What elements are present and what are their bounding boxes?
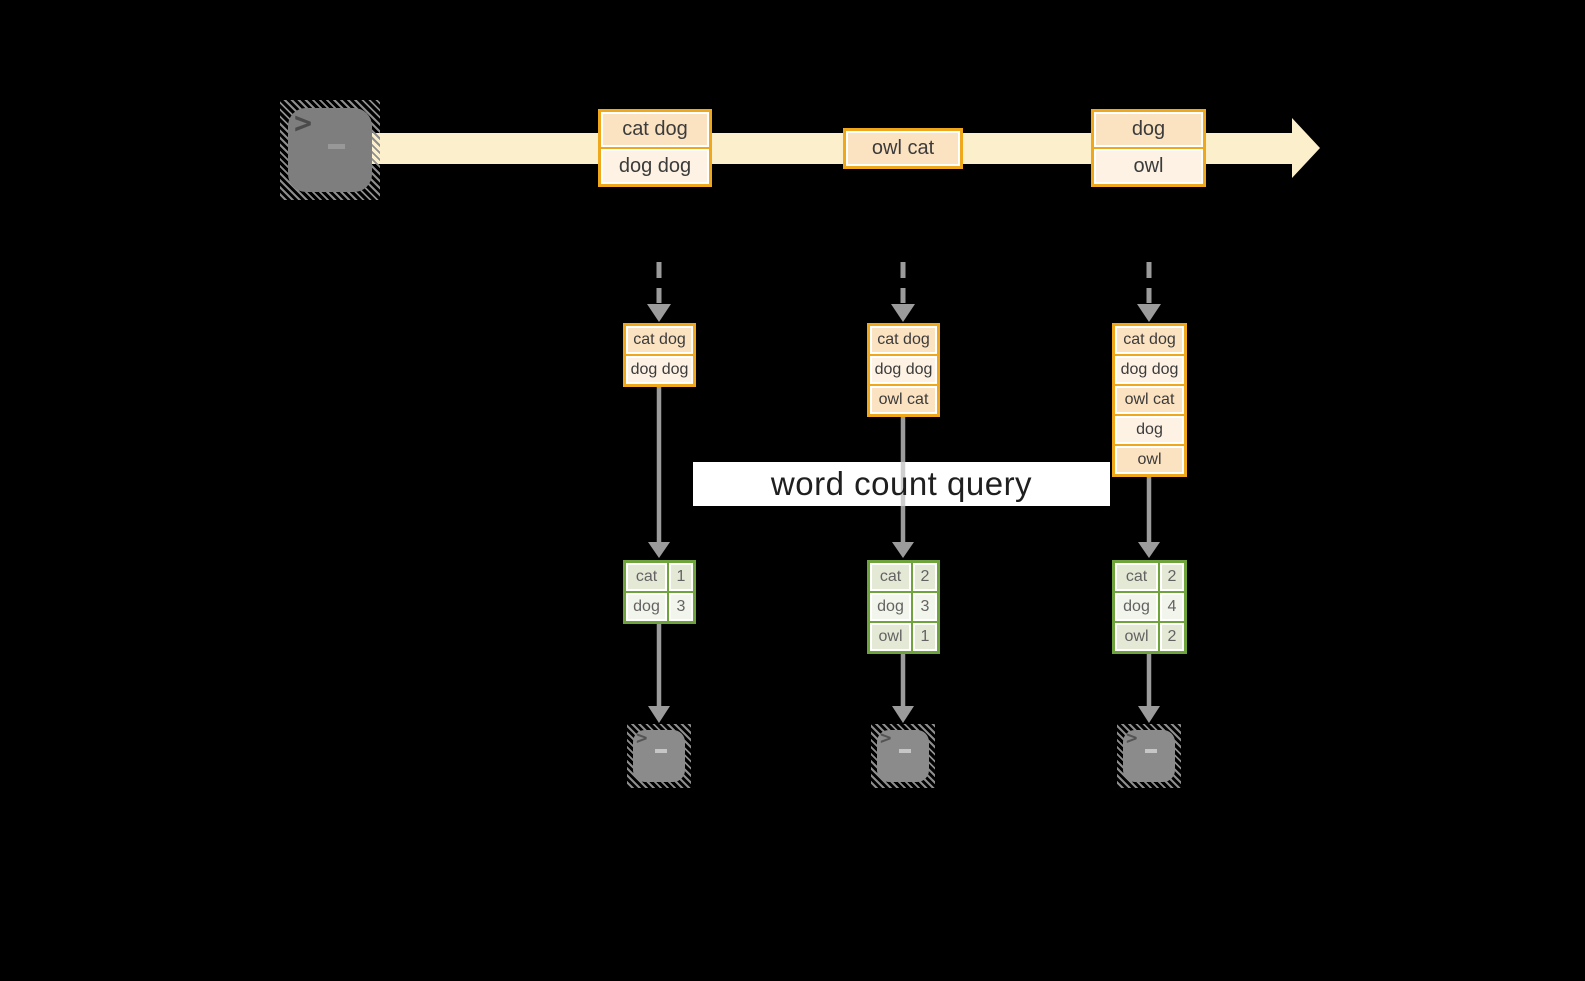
stream-event-line: dog dog — [601, 149, 709, 184]
query-arrow-3-head — [1138, 542, 1160, 558]
terminal-screen — [1123, 730, 1175, 782]
count-word: dog — [1115, 593, 1158, 621]
terminal-prompt-icon: > — [636, 727, 648, 749]
state-row: owl cat — [870, 386, 937, 414]
count-table-3: cat 2 dog 4 owl 2 — [1112, 560, 1187, 654]
output-terminal-icon-1: > — [627, 724, 691, 788]
state-box-3: cat dog dog dog owl cat dog owl — [1112, 323, 1187, 477]
word-count-query-label: word count query — [770, 465, 1033, 502]
stream-event-box-3: dog owl — [1091, 109, 1206, 187]
count-word: cat — [626, 563, 667, 591]
stream-event-box-2: owl cat — [843, 128, 963, 169]
query-arrow-1-head — [648, 542, 670, 558]
source-terminal-icon: > — [280, 100, 380, 200]
output-arrow-2-head — [892, 706, 914, 723]
terminal-prompt-icon: > — [1126, 727, 1138, 749]
count-value: 3 — [669, 593, 693, 621]
stream-event-line: owl cat — [846, 131, 960, 166]
state-row: owl — [1115, 446, 1184, 474]
count-word: owl — [870, 623, 911, 651]
count-value: 1 — [669, 563, 693, 591]
count-word: owl — [1115, 623, 1158, 651]
count-word: dog — [870, 593, 911, 621]
terminal-cursor-icon — [328, 144, 345, 149]
state-row: cat dog — [1115, 326, 1184, 354]
terminal-screen — [877, 730, 929, 782]
output-arrow-3-head — [1138, 706, 1160, 723]
output-arrow-1-head — [648, 706, 670, 723]
event-arrow-1-head — [647, 304, 671, 322]
stream-event-box-1: cat dog dog dog — [598, 109, 712, 187]
output-terminal-icon-3: > — [1117, 724, 1181, 788]
state-row: dog dog — [870, 356, 937, 384]
count-table-1: cat 1 dog 3 — [623, 560, 696, 624]
word-count-query-band: word count query — [693, 462, 1110, 506]
event-arrow-2-head — [891, 304, 915, 322]
count-word: dog — [626, 593, 667, 621]
terminal-screen — [633, 730, 685, 782]
output-terminal-icon-2: > — [871, 724, 935, 788]
stream-arrowhead — [1292, 118, 1320, 178]
terminal-screen — [288, 108, 372, 192]
state-box-1: cat dog dog dog — [623, 323, 696, 387]
stream-event-line: dog — [1094, 112, 1203, 147]
terminal-cursor-icon — [655, 749, 667, 753]
count-value: 3 — [913, 593, 937, 621]
count-word: cat — [870, 563, 911, 591]
stream-event-line: owl — [1094, 149, 1203, 184]
terminal-cursor-icon — [899, 749, 911, 753]
count-value: 2 — [1160, 563, 1184, 591]
count-word: cat — [1115, 563, 1158, 591]
terminal-cursor-icon — [1145, 749, 1157, 753]
count-table-2: cat 2 dog 3 owl 1 — [867, 560, 940, 654]
state-row: cat dog — [870, 326, 937, 354]
query-arrow-2-head — [892, 542, 914, 558]
count-value: 4 — [1160, 593, 1184, 621]
terminal-prompt-icon: > — [294, 106, 313, 141]
count-value: 2 — [1160, 623, 1184, 651]
stream-event-line: cat dog — [601, 112, 709, 147]
count-value: 1 — [913, 623, 937, 651]
state-row: dog dog — [1115, 356, 1184, 384]
event-arrow-3-head — [1137, 304, 1161, 322]
state-row: dog — [1115, 416, 1184, 444]
count-value: 2 — [913, 563, 937, 591]
state-row: cat dog — [626, 326, 693, 354]
state-row: dog dog — [626, 356, 693, 384]
state-row: owl cat — [1115, 386, 1184, 414]
state-box-2: cat dog dog dog owl cat — [867, 323, 940, 417]
terminal-prompt-icon: > — [880, 727, 892, 749]
